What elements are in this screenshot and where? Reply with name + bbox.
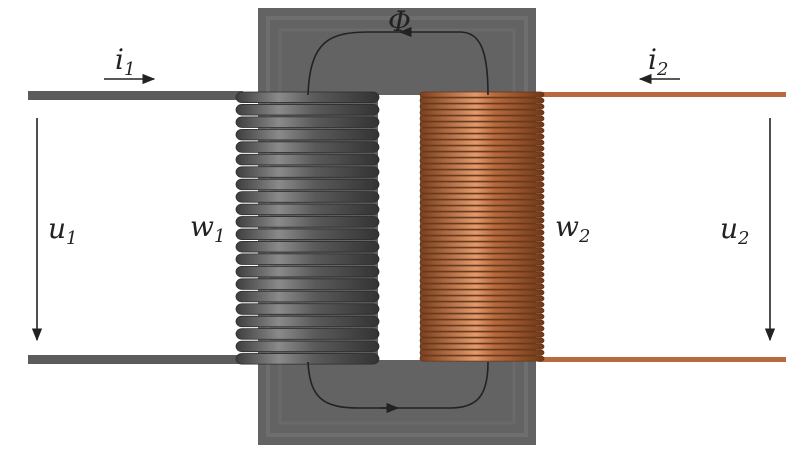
coil-turn [419, 175, 545, 182]
coil-turn [419, 307, 545, 314]
winding-label-w1: w1 [190, 210, 226, 247]
coil-turn [419, 145, 545, 152]
coil-turn [235, 203, 380, 216]
coil-turn [235, 278, 380, 290]
coil-turn [235, 128, 380, 141]
coil-turn [419, 169, 545, 176]
voltage-label-u1: u1 [48, 212, 78, 249]
winding-label-w2: w2 [555, 210, 591, 247]
coil-turn [235, 241, 380, 253]
coil-turn [235, 166, 380, 178]
coil-turn [419, 97, 545, 104]
coil-turn [419, 193, 545, 200]
coil-turn [419, 301, 545, 308]
coil-turn [419, 265, 545, 272]
coil-turn [419, 217, 545, 224]
coil-turn [419, 283, 545, 290]
coil-turn [419, 139, 545, 146]
coil-turn [235, 153, 380, 166]
coil-turn [235, 116, 380, 128]
coil-turn [419, 277, 545, 284]
coil-turn [419, 115, 545, 122]
flux-path-bottom [307, 361, 489, 409]
coil-turn [419, 133, 545, 140]
primary-leads [28, 91, 243, 364]
coil-turn [419, 247, 545, 254]
coil-turn [235, 290, 380, 303]
coil-turn [419, 157, 545, 164]
coil-turn [419, 355, 545, 362]
coil-turn [419, 289, 545, 296]
secondary-winding [419, 91, 545, 362]
coil-turn [419, 103, 545, 110]
coil-turn [419, 349, 545, 356]
coil-turn [419, 235, 545, 242]
primary-winding [235, 91, 380, 365]
voltage-label-u2: u2 [720, 212, 750, 249]
coil-turn [235, 141, 380, 153]
coil-turn [419, 343, 545, 350]
flux-label: Φ [388, 5, 411, 38]
coil-turn [419, 199, 545, 206]
coil-turn [235, 340, 380, 353]
coil-turn [235, 265, 380, 278]
coil-turn [419, 229, 545, 236]
coil-turn [419, 187, 545, 194]
coil-turn [419, 211, 545, 218]
coil-turn [419, 127, 545, 134]
coil-turn [235, 253, 380, 265]
flux-path-top [307, 31, 489, 96]
coil-turn [419, 223, 545, 230]
coil-turn [235, 328, 380, 340]
core-window [378, 95, 420, 360]
coil-turn [419, 331, 545, 338]
coil-turn [419, 259, 545, 266]
coil-turn [419, 163, 545, 170]
coil-turn [235, 303, 380, 315]
coil-turn [419, 109, 545, 116]
coil-turn [235, 104, 380, 116]
coil-turn [419, 181, 545, 188]
coil-turn [419, 271, 545, 278]
coil-turn [419, 241, 545, 248]
coil-turn [235, 216, 380, 228]
secondary-leads [538, 92, 786, 362]
coil-turn [419, 325, 545, 332]
coil-turn [419, 205, 545, 212]
coil-turn [419, 337, 545, 344]
coil-turn [235, 178, 380, 191]
coil-turn [235, 315, 380, 328]
current-label-i1: i1 [115, 43, 136, 80]
coil-turn [419, 91, 545, 98]
coil-turn [419, 253, 545, 260]
coil-turn [419, 295, 545, 302]
coil-turn [235, 228, 380, 240]
coil-turn [419, 151, 545, 158]
coil-turn [419, 121, 545, 128]
coil-turn [419, 319, 545, 326]
current-label-i2: i2 [648, 43, 669, 80]
coil-turn [419, 313, 545, 320]
coil-turn [235, 191, 380, 203]
